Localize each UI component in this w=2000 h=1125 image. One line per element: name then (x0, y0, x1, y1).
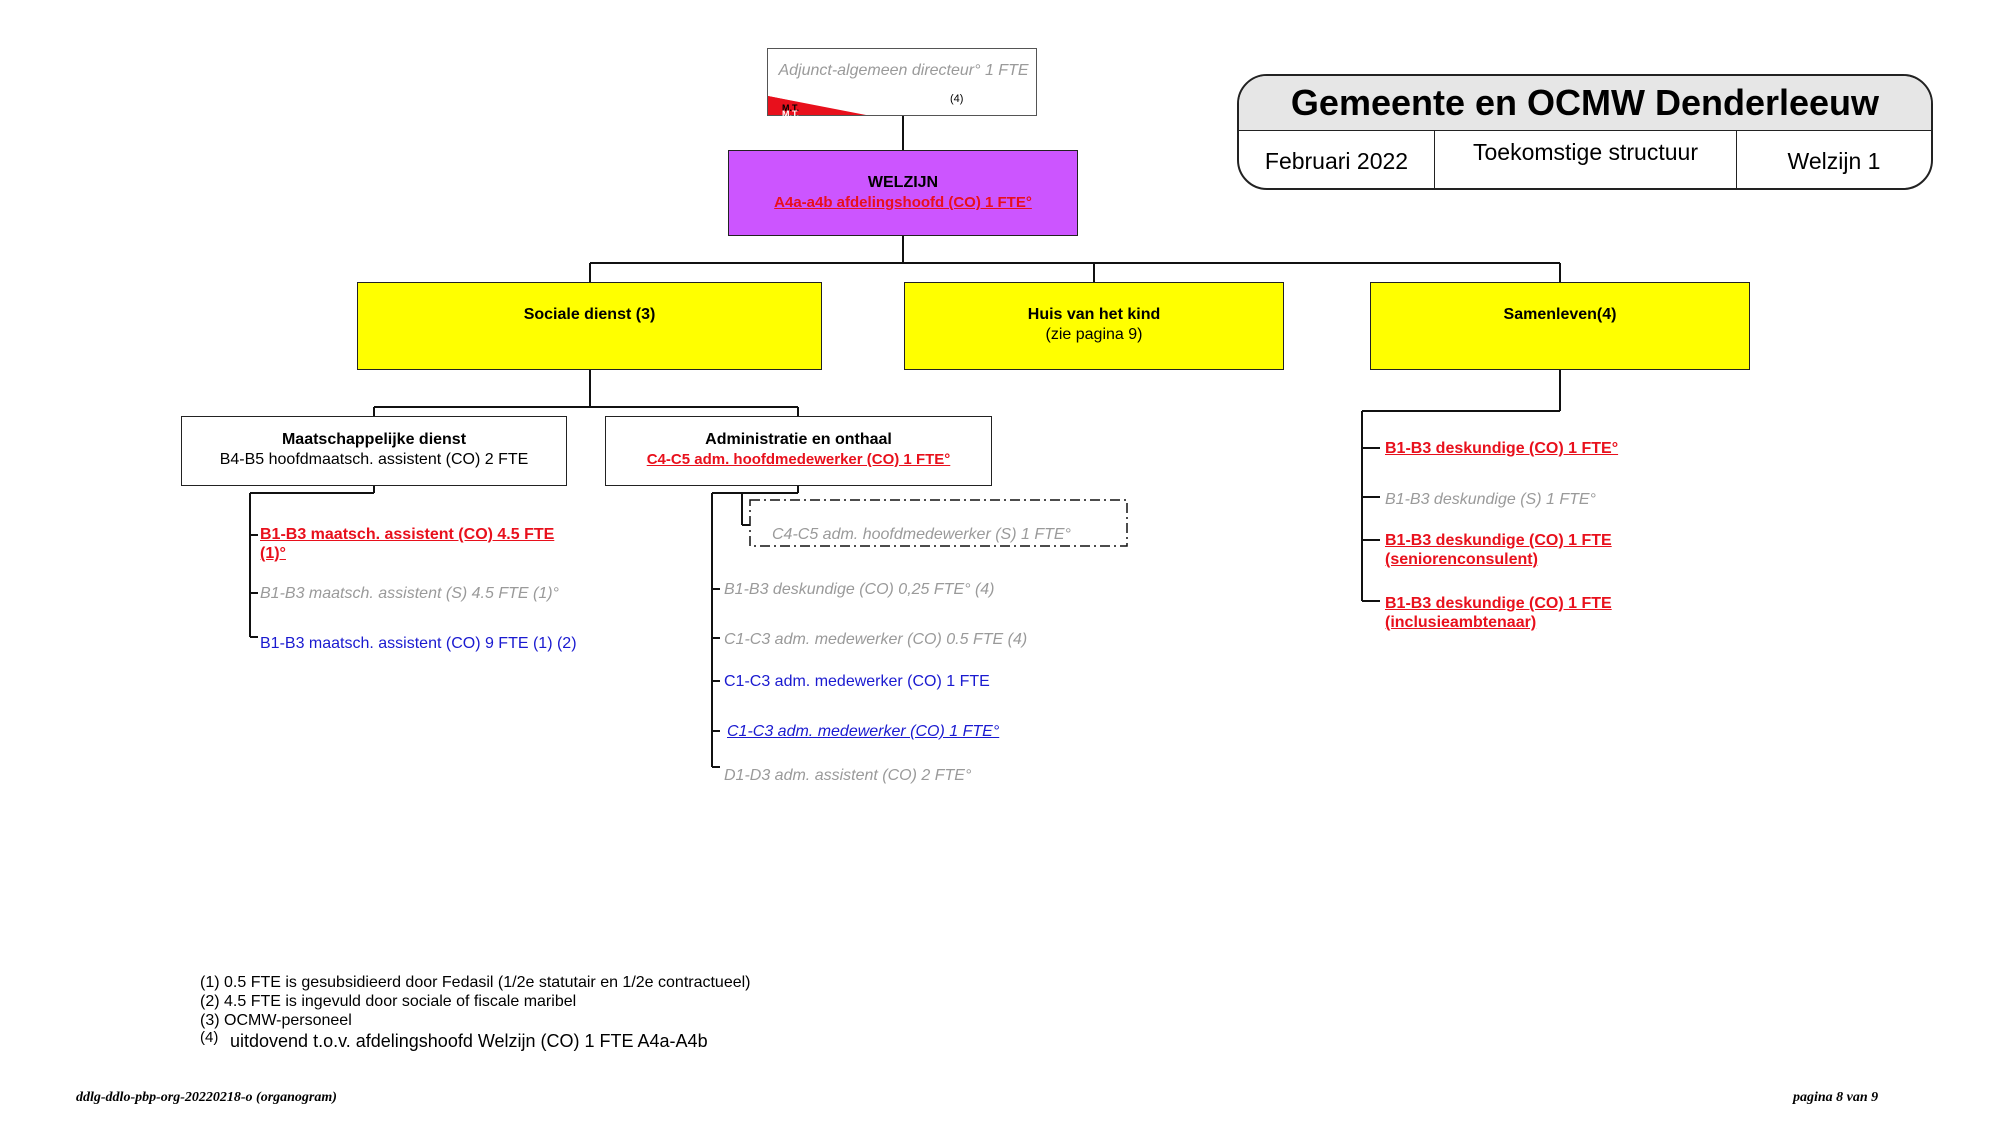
admin-item-3: C1-C3 adm. medewerker (CO) 1 FTE (724, 673, 990, 690)
maatsch-item-1-note: (1)° (260, 545, 286, 562)
administratie-box: Administratie en onthaal C4-C5 adm. hoof… (605, 416, 992, 486)
welzijn-head: A4a-a4b afdelingshoofd (CO) 1 FTE° (774, 194, 1032, 211)
dashed-box-outline (749, 499, 1128, 547)
footnote-4-marker: (4) (200, 1029, 219, 1046)
maatsch-item-1: B1-B3 maatsch. assistent (CO) 4.5 FTE (260, 526, 555, 543)
adjunct-label: Adjunct-algemeen directeur° 1 FTE (778, 62, 1029, 79)
footnote-3: (3) OCMW-personeel (200, 1012, 352, 1029)
samenleven-item-4: B1-B3 deskundige (CO) 1 FTE (1385, 595, 1612, 612)
samenleven-title: Samenleven(4) (1503, 306, 1617, 323)
huis-subtitle: (zie pagina 9) (1045, 326, 1143, 343)
samenleven-box: Samenleven(4) (1370, 282, 1750, 370)
welzijn-box: WELZIJN A4a-a4b afdelingshoofd (CO) 1 FT… (728, 150, 1078, 236)
admin-item-5: D1-D3 adm. assistent (CO) 2 FTE° (724, 767, 972, 784)
welzijn-title: WELZIJN (867, 174, 939, 191)
date-label: Februari 2022 (1239, 131, 1435, 188)
footnote-2: (2) 4.5 FTE is ingevuld door sociale of … (200, 993, 577, 1010)
maatschappelijke-title: Maatschappelijke dienst (281, 431, 467, 448)
samenleven-item-4-note: (inclusieambtenaar) (1385, 614, 1537, 631)
footnote-1: (1) 0.5 FTE is gesubsidieerd door Fedasi… (200, 974, 751, 991)
samenleven-item-1: B1-B3 deskundige (CO) 1 FTE° (1385, 440, 1619, 457)
adjunct-box: Adjunct-algemeen directeur° 1 FTE (4) M.… (767, 48, 1037, 119)
footer-document-id: ddlg-ddlo-pbp-org-20220218-o (organogram… (76, 1090, 337, 1105)
admin-dashed-item: C4-C5 adm. hoofdmedewerker (S) 1 FTE° (772, 526, 1071, 543)
maatschappelijke-head: B4-B5 hoofdmaatsch. assistent (CO) 2 FTE (219, 451, 529, 468)
samenleven-item-3: B1-B3 deskundige (CO) 1 FTE (1385, 532, 1612, 549)
adjunct-note: (4) (950, 93, 964, 105)
mt-label: M.T. (782, 109, 799, 119)
maatsch-item-3: B1-B3 maatsch. assistent (CO) 9 FTE (1) … (260, 635, 577, 652)
admin-item-2: C1-C3 adm. medewerker (CO) 0.5 FTE (4) (724, 631, 1028, 648)
maatschappelijke-dienst-box: Maatschappelijke dienst B4-B5 hoofdmaats… (181, 416, 567, 486)
huis-title: Huis van het kind (1027, 306, 1161, 323)
sociale-dienst-title: Sociale dienst (3) (523, 306, 656, 323)
structure-label: Toekomstige structuur (1435, 131, 1737, 188)
admin-item-1: B1-B3 deskundige (CO) 0,25 FTE° (4) (724, 581, 995, 598)
organization-title: Gemeente en OCMW Denderleeuw (1239, 76, 1931, 131)
samenleven-item-3-note: (seniorenconsulent) (1385, 551, 1538, 568)
maatsch-item-2: B1-B3 maatsch. assistent (S) 4.5 FTE (1)… (260, 585, 559, 602)
footnote-4: uitdovend t.o.v. afdelingshoofd Welzijn … (230, 1031, 708, 1051)
sociale-dienst-box: Sociale dienst (3) (357, 282, 822, 370)
administratie-title: Administratie en onthaal (705, 431, 892, 448)
mt-text: M.T. (782, 103, 799, 113)
administratie-head: C4-C5 adm. hoofdmedewerker (CO) 1 FTE° (646, 451, 951, 468)
footer-page-number: pagina 8 van 9 (1793, 1090, 1879, 1105)
samenleven-item-2: B1-B3 deskundige (S) 1 FTE° (1385, 491, 1596, 508)
admin-item-4: C1-C3 adm. medewerker (CO) 1 FTE° (727, 723, 1000, 740)
huis-van-het-kind-box: Huis van het kind (zie pagina 9) (904, 282, 1284, 370)
page-label: Welzijn 1 (1787, 147, 1881, 174)
mt-triangle-overlay (768, 96, 866, 115)
title-box: Gemeente en OCMW Denderleeuw Februari 20… (1237, 74, 1933, 190)
